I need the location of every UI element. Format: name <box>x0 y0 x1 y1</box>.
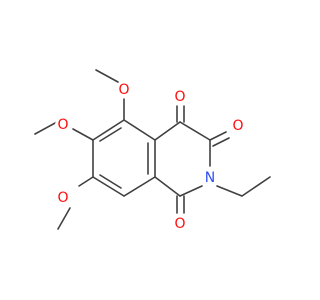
atom-o-carbonyl-c3: O <box>232 118 243 134</box>
molecule-structure: O O O O O O N <box>34 69 271 232</box>
atom-o-carbonyl-c4: O <box>174 89 185 105</box>
bond-c1-c8a <box>154 176 181 197</box>
atom-labels: O O O O O O N <box>55 82 246 232</box>
atom-o-methoxy-mid: O <box>57 117 68 133</box>
bond-methyl-o-bottom <box>57 207 71 230</box>
bond-c7-c8 <box>92 176 125 197</box>
bond-ch2-ch3 <box>241 176 271 197</box>
bond-c4-c3 <box>179 121 211 141</box>
bond-methyl-o-top <box>95 69 119 83</box>
bond-n-ch2 <box>216 185 243 197</box>
atom-n-ring: N <box>205 170 215 186</box>
bond-n-c1 <box>179 185 203 197</box>
bond-o-mid-c6 <box>72 128 94 141</box>
bond-c4a-c5 <box>123 119 156 141</box>
atom-o-carbonyl-c1: O <box>174 216 185 232</box>
bond-c4a-c4 <box>154 121 181 141</box>
bond-c8-c8a <box>123 176 156 197</box>
bond-layer <box>34 69 271 230</box>
atom-o-methoxy-bottom: O <box>57 190 68 206</box>
bond-c7-c8-inner <box>99 174 122 189</box>
atom-o-methoxy-top: O <box>118 82 129 98</box>
bond-c3-o <box>209 131 227 141</box>
bond-c5-c6-inner <box>99 127 122 142</box>
bond-methyl-o-mid <box>34 121 58 135</box>
bond-c3-o-second <box>212 137 230 147</box>
bond-c5-c6 <box>92 119 125 141</box>
bond-o-bottom-c7 <box>78 176 94 187</box>
